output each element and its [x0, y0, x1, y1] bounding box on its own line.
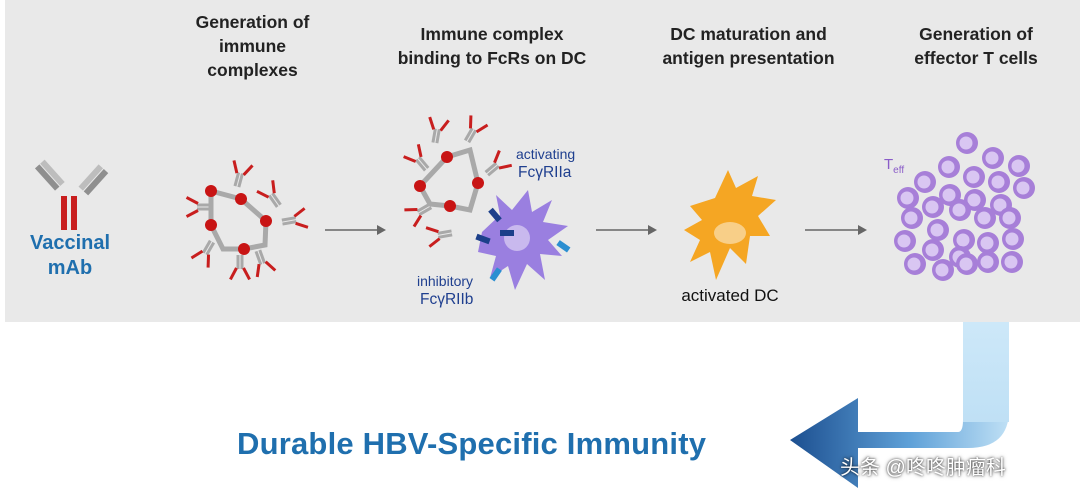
- step-4-title: Generation of effector T cells: [890, 22, 1062, 70]
- t-cell-nucleus: [935, 263, 949, 277]
- t-cell-nucleus: [917, 175, 931, 189]
- t-cell-nucleus: [991, 175, 1005, 189]
- t-cell-nucleus: [942, 188, 956, 202]
- t-cell-nucleus: [985, 151, 999, 165]
- inhibitory-receptor-name: FcγRIIb: [420, 291, 474, 308]
- t-cell-nucleus: [956, 233, 970, 247]
- t-cell-nucleus: [904, 211, 918, 225]
- step-2-title: Immune complex binding to FcRs on DC: [372, 22, 612, 70]
- t-cell-nucleus: [1004, 255, 1018, 269]
- step-1-title: Generation of immune complexes: [170, 10, 335, 82]
- effector-t-cell-cluster: [894, 132, 1035, 281]
- step-1-title-line3: complexes: [207, 60, 298, 80]
- activated-dc-icon: [684, 170, 776, 280]
- t-cell-nucleus: [900, 191, 914, 205]
- flow-arrow-3: [805, 225, 867, 235]
- vaccinal-mab-icon: [34, 159, 109, 230]
- t-cell-nucleus: [897, 234, 911, 248]
- vaccinal-mab-label-line1: Vaccinal: [29, 232, 111, 254]
- t-cell-nucleus: [925, 200, 939, 214]
- watermark: 头条 @咚咚肿瘤科: [840, 457, 1006, 479]
- t-cell-nucleus: [966, 170, 980, 184]
- teff-label: Teff: [884, 156, 904, 176]
- t-cell-nucleus: [1016, 181, 1030, 195]
- immature-dc-icon: [475, 190, 571, 290]
- step-1-title-line1: Generation of: [195, 12, 310, 32]
- vaccinal-mab-label-line2: mAb: [47, 257, 93, 279]
- t-cell-nucleus: [1005, 232, 1019, 246]
- inhibitory-label: inhibitory: [417, 273, 474, 289]
- vaccinal-mab-label: Vaccinal mAb: [14, 231, 126, 281]
- activating-receptor-name: FcγRIIa: [518, 164, 572, 181]
- t-cell-nucleus: [980, 255, 994, 269]
- t-cell-nucleus: [952, 203, 966, 217]
- t-cell-nucleus: [959, 257, 973, 271]
- immune-complex-icon: [185, 159, 309, 281]
- step-3-title-line2: antigen presentation: [662, 48, 835, 68]
- activated-dc-label: activated DC: [681, 286, 779, 305]
- t-cell-nucleus: [925, 243, 939, 257]
- step-3-title-line1: DC maturation and: [670, 24, 827, 44]
- t-cell-nucleus: [967, 193, 981, 207]
- t-cell-nucleus: [941, 160, 955, 174]
- immunity-banner: Durable HBV-Specific Immunity: [237, 426, 707, 461]
- flow-arrow-1: [325, 225, 386, 235]
- t-cell-nucleus: [980, 236, 994, 250]
- t-cell-nucleus: [1011, 159, 1025, 173]
- step-3-title: DC maturation and antigen presentation: [636, 22, 861, 70]
- t-cell-nucleus: [1002, 211, 1016, 225]
- activating-label: activating: [516, 146, 576, 162]
- step-1-title-line2: immune: [218, 36, 287, 56]
- t-cell-nucleus: [907, 257, 921, 271]
- t-cell-nucleus: [993, 198, 1007, 212]
- t-cell-nucleus: [930, 223, 944, 237]
- return-arrow: [790, 322, 1009, 488]
- step-4-title-line1: Generation of: [919, 24, 1033, 44]
- teff-label-sub: eff: [893, 165, 905, 176]
- teff-label-main: T: [884, 156, 894, 173]
- immune-complex-bound-icon: [402, 114, 514, 249]
- step-2-title-line2: binding to FcRs on DC: [397, 48, 587, 68]
- flow-arrow-2: [596, 225, 657, 235]
- t-cell-nucleus: [959, 136, 973, 150]
- step-2-title-line1: Immune complex: [420, 24, 564, 44]
- t-cell-nucleus: [977, 211, 991, 225]
- step-4-title-line2: effector T cells: [914, 48, 1038, 68]
